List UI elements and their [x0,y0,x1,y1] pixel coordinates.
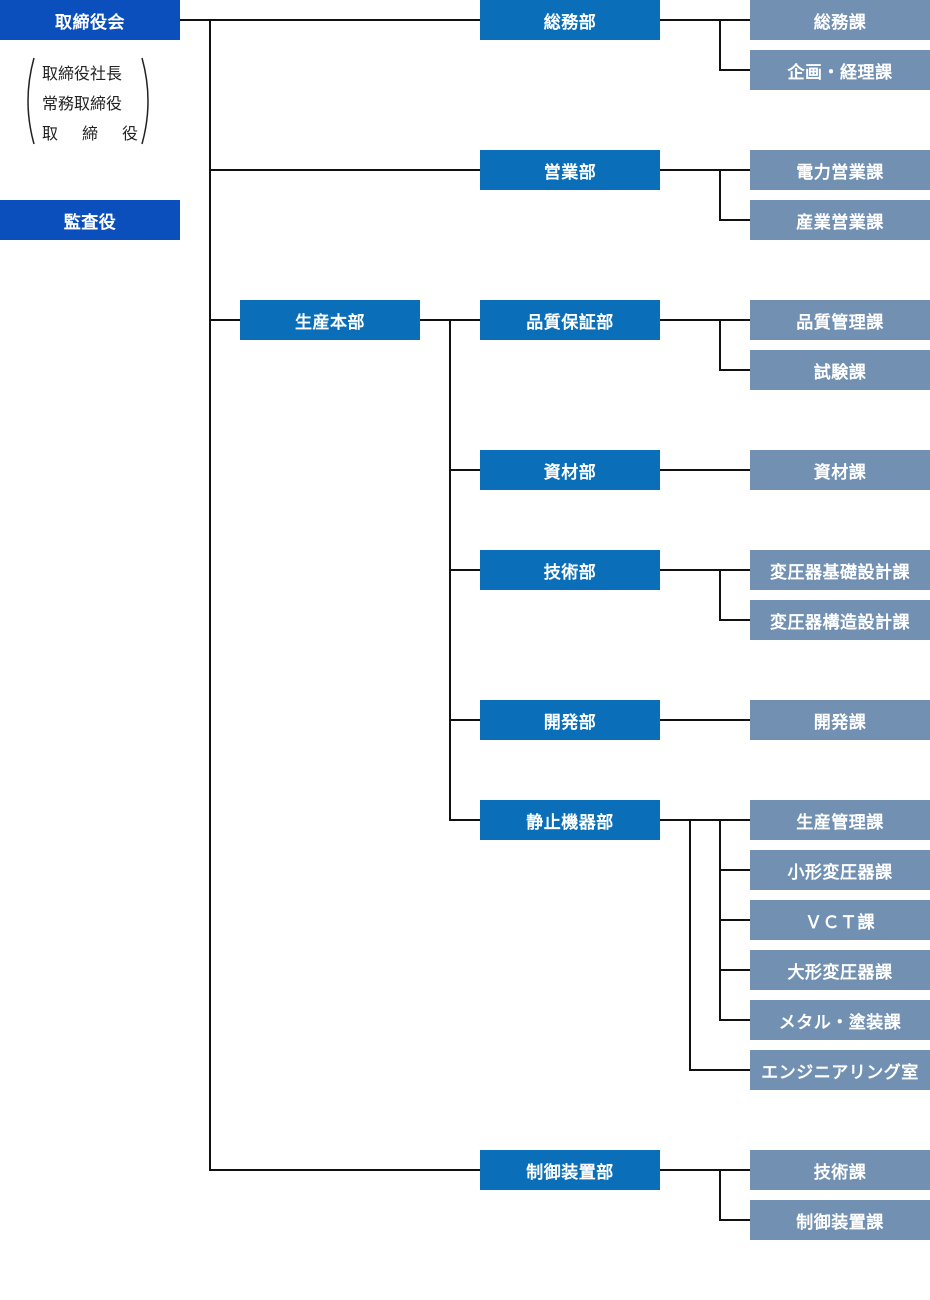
section-label: 企画・経理課 [787,62,893,83]
section-box: 変圧器構造設計課 [750,600,930,640]
section-box: ＶＣＴ課 [750,900,930,940]
department-box: 営業部 [480,150,660,190]
auditor-box: 監査役 [0,200,180,240]
board-of-directors-box: 取締役会 [0,0,180,40]
section-box: 変圧器基礎設計課 [750,550,930,590]
section-box: 制御装置課 [750,1200,930,1240]
section-label: 品質管理課 [796,312,884,333]
department-label: 静止機器部 [526,812,614,833]
section-label: ＶＣＴ課 [805,912,875,933]
office-label: エンジニアリング室 [761,1062,919,1083]
section-box: 企画・経理課 [750,50,930,90]
section-box: 資材課 [750,450,930,490]
section-label: 電力営業課 [796,162,884,183]
section-label: 生産管理課 [796,812,884,833]
section-label: メタル・塗装課 [778,1012,902,1033]
section-label: 変圧器基礎設計課 [770,562,910,583]
section-label: 制御装置課 [796,1212,884,1233]
department-label: 制御装置部 [526,1162,614,1183]
right-parenthesis [141,57,149,145]
department-box: 開発部 [480,700,660,740]
section-label: 試験課 [813,362,867,383]
department-box: 制御装置部 [480,1150,660,1190]
section-label: 開発課 [813,712,867,733]
section-box: 総務課 [750,0,930,40]
department-label: 技術部 [543,562,597,583]
section-box: 産業営業課 [750,200,930,240]
board-title: 取締役会 [55,12,125,33]
section-label: 総務課 [813,12,867,33]
member-managing-director: 常務取締役 [42,94,123,113]
production-hq-box: 生産本部 [240,300,420,340]
section-box: 試験課 [750,350,930,390]
board-members: 取締役社長 常務取締役 取 締 役 [22,56,158,146]
department-box: 技術部 [480,550,660,590]
department-label: 総務部 [543,12,597,33]
section-label: 技術課 [813,1162,867,1183]
section-label: 大形変圧器課 [787,962,893,983]
member-director: 取 締 役 [42,119,138,149]
director-char: 役 [121,124,138,143]
section-label: 資材課 [813,462,867,483]
department-label: 資材部 [543,462,597,483]
section-box: 電力営業課 [750,150,930,190]
section-box: 品質管理課 [750,300,930,340]
section-box: 小形変圧器課 [750,850,930,890]
section-box: メタル・塗装課 [750,1000,930,1040]
section-label: 産業営業課 [796,212,884,233]
department-label: 営業部 [543,162,597,183]
section-box: 技術課 [750,1150,930,1190]
office-box: エンジニアリング室 [750,1050,930,1090]
section-box: 大形変圧器課 [750,950,930,990]
department-label: 品質保証部 [526,312,614,333]
section-box: 生産管理課 [750,800,930,840]
director-char: 締 [81,124,98,143]
section-label: 小形変圧器課 [787,862,893,883]
section-label: 変圧器構造設計課 [770,612,910,633]
department-box: 総務部 [480,0,660,40]
department-label: 開発部 [543,712,597,733]
department-box: 資材部 [480,450,660,490]
production-hq-label: 生産本部 [295,312,365,333]
department-box: 品質保証部 [480,300,660,340]
section-box: 開発課 [750,700,930,740]
left-parenthesis [27,57,35,145]
auditor-label: 監査役 [63,212,117,233]
director-char: 取 [42,124,59,143]
member-president: 取締役社長 [42,64,123,83]
department-box: 静止機器部 [480,800,660,840]
